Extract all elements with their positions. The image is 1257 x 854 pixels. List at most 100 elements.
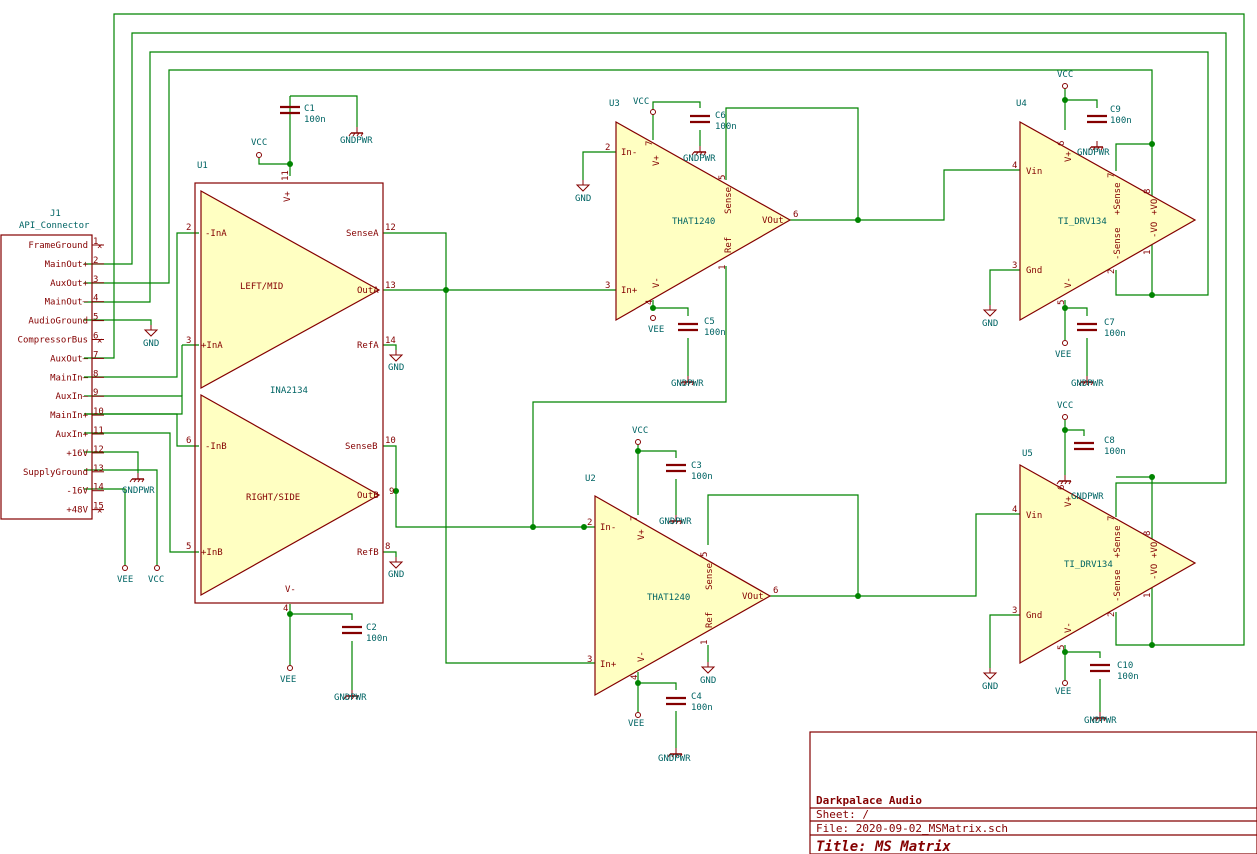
vcc-power-icon: VCC (251, 138, 267, 158)
power-label: VEE (1055, 687, 1071, 697)
u5-drv134[interactable]: U5 TI_DRV134 Vin Gnd V+ V- -Sense +Sense… (1012, 449, 1197, 665)
power-label: GNDPWR (340, 136, 373, 146)
u3-pinnum: 4 (645, 300, 655, 305)
capacitor-value: 100n (691, 703, 713, 713)
power-label: VEE (648, 325, 664, 335)
capacitor-ref: C7 (1104, 318, 1115, 328)
j1-pin-name: +48V (66, 506, 88, 516)
j1-pin-name: MainIn– (50, 373, 89, 383)
u1-pin-outa: OutA (357, 286, 379, 296)
u3-pinnum: 7 (645, 141, 655, 146)
power-ground-icon: GNDPWR (1071, 375, 1104, 389)
u2-pinnum: 5 (700, 552, 710, 557)
u2-pin-vplus: V+ (637, 529, 647, 540)
u1-pinnum: 4 (283, 604, 288, 614)
u4-value: TI_DRV134 (1058, 217, 1107, 227)
u4-pinnum: 2 (1107, 269, 1117, 274)
power-label: VCC (633, 97, 649, 107)
u5-pinnum: 3 (1012, 606, 1017, 616)
u5-pin-gnd: Gnd (1026, 611, 1042, 621)
u1-ref: U1 (197, 161, 208, 171)
j1-pin-name: MainOut– (45, 298, 89, 308)
j1-pin-name: AuxIn+ (55, 430, 88, 440)
u1-pinnum: 12 (385, 223, 396, 233)
j1-pin-name: CompressorBus (18, 336, 88, 346)
vee-power-icon: VEE (117, 565, 133, 585)
u1-pin-refa: RefA (357, 341, 379, 351)
j1-name: API_Connector (19, 221, 90, 231)
u5-value: TI_DRV134 (1064, 560, 1113, 570)
vcc-power-icon: VCC (148, 565, 164, 585)
u2-value: THAT1240 (647, 593, 690, 603)
title-block-title: Title: MS Matrix (816, 839, 951, 854)
no-connect-icon: × (97, 337, 102, 347)
u1-ina2134[interactable]: U1 INA2134 LEFT/MID RIGHT/SIDE -InA +InA… (186, 161, 396, 614)
u2-pin-ref: Ref (705, 612, 715, 628)
u3-pin-in-minus: In- (621, 148, 637, 158)
power-label: GNDPWR (1071, 492, 1104, 502)
power-ground-icon: GNDPWR (659, 514, 692, 527)
u1-pin-vminus: V- (285, 585, 296, 595)
u4-pinnum: 5 (1057, 300, 1067, 305)
u2-pinnum: 6 (773, 586, 778, 596)
u2-pinnum: 2 (587, 518, 592, 528)
ground-icon: GND (388, 349, 404, 373)
u1-pin-senseb: SenseB (345, 442, 378, 452)
u5-pinnum: 7 (1107, 516, 1117, 521)
j1-pin-number: 3 (93, 275, 98, 285)
u4-drv134[interactable]: U4 TI_DRV134 Vin Gnd V+ V- -Sense +Sense… (1012, 99, 1197, 322)
j1-pin-number: 15 (93, 502, 104, 512)
ground-icon: GND (700, 661, 716, 686)
u2-pinnum: 3 (587, 655, 592, 665)
u1-pin-outb: OutB (357, 491, 379, 501)
u5-pin-vminus: V- (1064, 622, 1074, 633)
u2-that1240[interactable]: U2 THAT1240 In- In+ VOut Sense Ref V+ V-… (585, 474, 778, 697)
power-label: GNDPWR (683, 154, 716, 164)
u3-ref: U3 (609, 99, 620, 109)
u1-pin-inb-plus: +InB (201, 548, 223, 558)
power-label: GND (700, 676, 716, 686)
u3-that1240[interactable]: U3 THAT1240 In- In+ VOut Sense Ref V+ V-… (605, 99, 798, 322)
power-label: VEE (117, 575, 133, 585)
power-label: VCC (632, 426, 648, 436)
power-label: VEE (280, 675, 296, 685)
capacitor-value: 100n (366, 634, 388, 644)
power-ground-icon: GNDPWR (1056, 474, 1104, 502)
power-ground-icon: GNDPWR (122, 472, 155, 496)
power-label: GND (982, 682, 998, 692)
vee-power-icon: VEE (1055, 680, 1071, 697)
vcc-power-icon: VCC (633, 97, 656, 115)
u1-pin-vplus: V+ (283, 191, 293, 202)
u4-pinnum: 1 (1143, 250, 1153, 255)
j1-pin-name: +16V (66, 449, 88, 459)
j1-pin-number: 7 (93, 350, 98, 360)
capacitor-ref: C4 (691, 692, 702, 702)
u1-amp-b-label: RIGHT/SIDE (246, 493, 300, 503)
u1-pin-ina-plus: +InA (201, 341, 223, 351)
u1-pinnum: 2 (186, 223, 191, 233)
u1-pinnum: 11 (281, 170, 291, 181)
capacitor-value: 100n (704, 328, 726, 338)
ground-icon: GND (982, 667, 998, 692)
u1-pinnum: 3 (186, 336, 191, 346)
u3-pinnum: 3 (605, 281, 610, 291)
capacitor-ref: C8 (1104, 436, 1115, 446)
j1-pin-number: 2 (93, 256, 98, 266)
capacitor-value: 100n (691, 472, 713, 482)
